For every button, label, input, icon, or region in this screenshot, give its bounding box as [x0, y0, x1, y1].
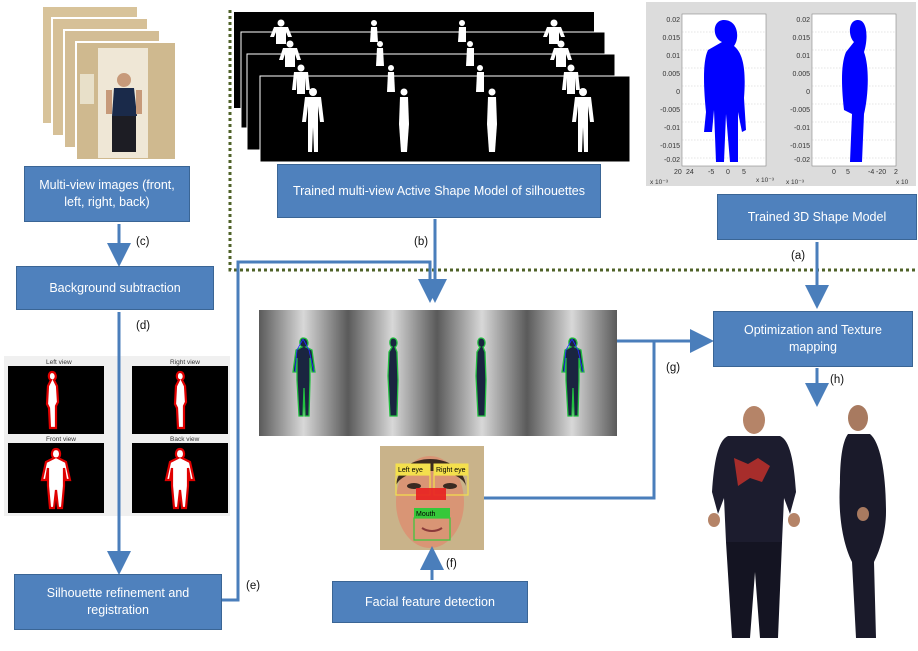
- facial-feature-box: Facial feature detection: [332, 581, 528, 623]
- ytick-r-1: 0.015: [792, 35, 810, 42]
- ytick-l-2: 0.01: [666, 53, 680, 60]
- xtick-r-2: -4: [868, 169, 874, 176]
- ytick-r-3: 0.005: [792, 71, 810, 78]
- xtick-l-2: -5: [708, 169, 714, 176]
- view-label-front: Front view: [46, 436, 76, 443]
- ytick-l-1: 0.015: [662, 35, 680, 42]
- ytick-r-0: 0.02: [796, 17, 810, 24]
- left-eye-label: Left eye: [398, 467, 423, 474]
- nose-detection: [416, 488, 446, 500]
- optimization-box: Optimization and Texture mapping: [713, 311, 913, 367]
- corridor-fitting-graphic: [259, 310, 617, 436]
- ytick-l-7: -0.015: [660, 143, 680, 150]
- asm-silhouettes-panel: [234, 12, 630, 162]
- binary-silhouettes-panel: Left view Right view Front view Back vie…: [4, 356, 230, 516]
- label-a: (a): [791, 250, 806, 262]
- multiview-images-box: Multi-view images (front, left, right, b…: [24, 166, 190, 222]
- face-detection-graphic: Left eye Right eye Mouth: [380, 446, 484, 550]
- label-e: (e): [246, 580, 261, 592]
- ytick-r-2: 0.01: [796, 53, 810, 60]
- refinement-box: Silhouette refinement and registration: [14, 574, 222, 630]
- ytick-l-3: 0.005: [662, 71, 680, 78]
- shape3d-box: Trained 3D Shape Model: [717, 194, 917, 240]
- xtick-l-4: 5: [742, 169, 746, 176]
- background-subtraction-box: Background subtraction: [16, 266, 214, 310]
- view-label-left: Left view: [46, 359, 72, 366]
- xtick-r-3: -20: [876, 169, 886, 176]
- ytick-l-8: -0.02: [664, 157, 680, 164]
- textured-model-panel: [700, 402, 914, 650]
- shape3d-plots-graphic: 0.02 0.015 0.01 0.005 0 -0.005 -0.01 -0.…: [646, 2, 916, 186]
- xtick-r-0: 0: [832, 169, 836, 176]
- label-h: (h): [830, 374, 845, 386]
- ytick-r-7: -0.015: [790, 143, 810, 150]
- label-f: (f): [446, 558, 457, 570]
- ytick-l-0: 0.02: [666, 17, 680, 24]
- xtick-l-3: 0: [726, 169, 730, 176]
- multiview-photo-stack: [40, 4, 182, 162]
- label-c: (c): [136, 236, 150, 248]
- label-b: (b): [414, 236, 429, 248]
- ytick-l-6: -0.01: [664, 125, 680, 132]
- view-label-right: Right view: [170, 359, 200, 366]
- photo-stack-graphic: [41, 5, 177, 161]
- asm-box: Trained multi-view Active Shape Model of…: [277, 164, 601, 218]
- ytick-l-5: -0.005: [660, 107, 680, 114]
- mouth-label: Mouth: [416, 511, 436, 518]
- shape3d-plots-panel: 0.02 0.015 0.01 0.005 0 -0.005 -0.01 -0.…: [646, 2, 916, 186]
- ytick-r-4: 0: [806, 89, 810, 96]
- ytick-r-5: -0.005: [790, 107, 810, 114]
- exp-right-b: x 10: [896, 179, 909, 186]
- ytick-l-4: 0: [676, 89, 680, 96]
- xtick-r-4: 2: [894, 169, 898, 176]
- exp-right-a: x 10⁻³: [786, 179, 805, 186]
- xtick-r-1: 5: [846, 169, 850, 176]
- corridor-fitting-panel: [259, 310, 617, 436]
- ytick-r-8: -0.02: [794, 157, 810, 164]
- label-g: (g): [666, 362, 681, 374]
- binary-silhouettes-graphic: Left view Right view Front view Back vie…: [4, 356, 230, 516]
- view-label-back: Back view: [170, 436, 200, 443]
- ytick-r-6: -0.01: [794, 125, 810, 132]
- exp-left-a: x 10⁻³: [650, 179, 669, 186]
- right-eye-label: Right eye: [436, 467, 466, 474]
- exp-left-b: x 10⁻³: [756, 177, 775, 184]
- xtick-l-1: 24: [686, 169, 694, 176]
- textured-model-graphic: [708, 405, 886, 638]
- right-eye-box: [433, 474, 469, 496]
- label-d: (d): [136, 320, 151, 332]
- asm-silhouettes-graphic: [234, 12, 630, 162]
- xtick-l-0: 20: [674, 169, 682, 176]
- face-detection-panel: Left eye Right eye Mouth: [380, 446, 484, 550]
